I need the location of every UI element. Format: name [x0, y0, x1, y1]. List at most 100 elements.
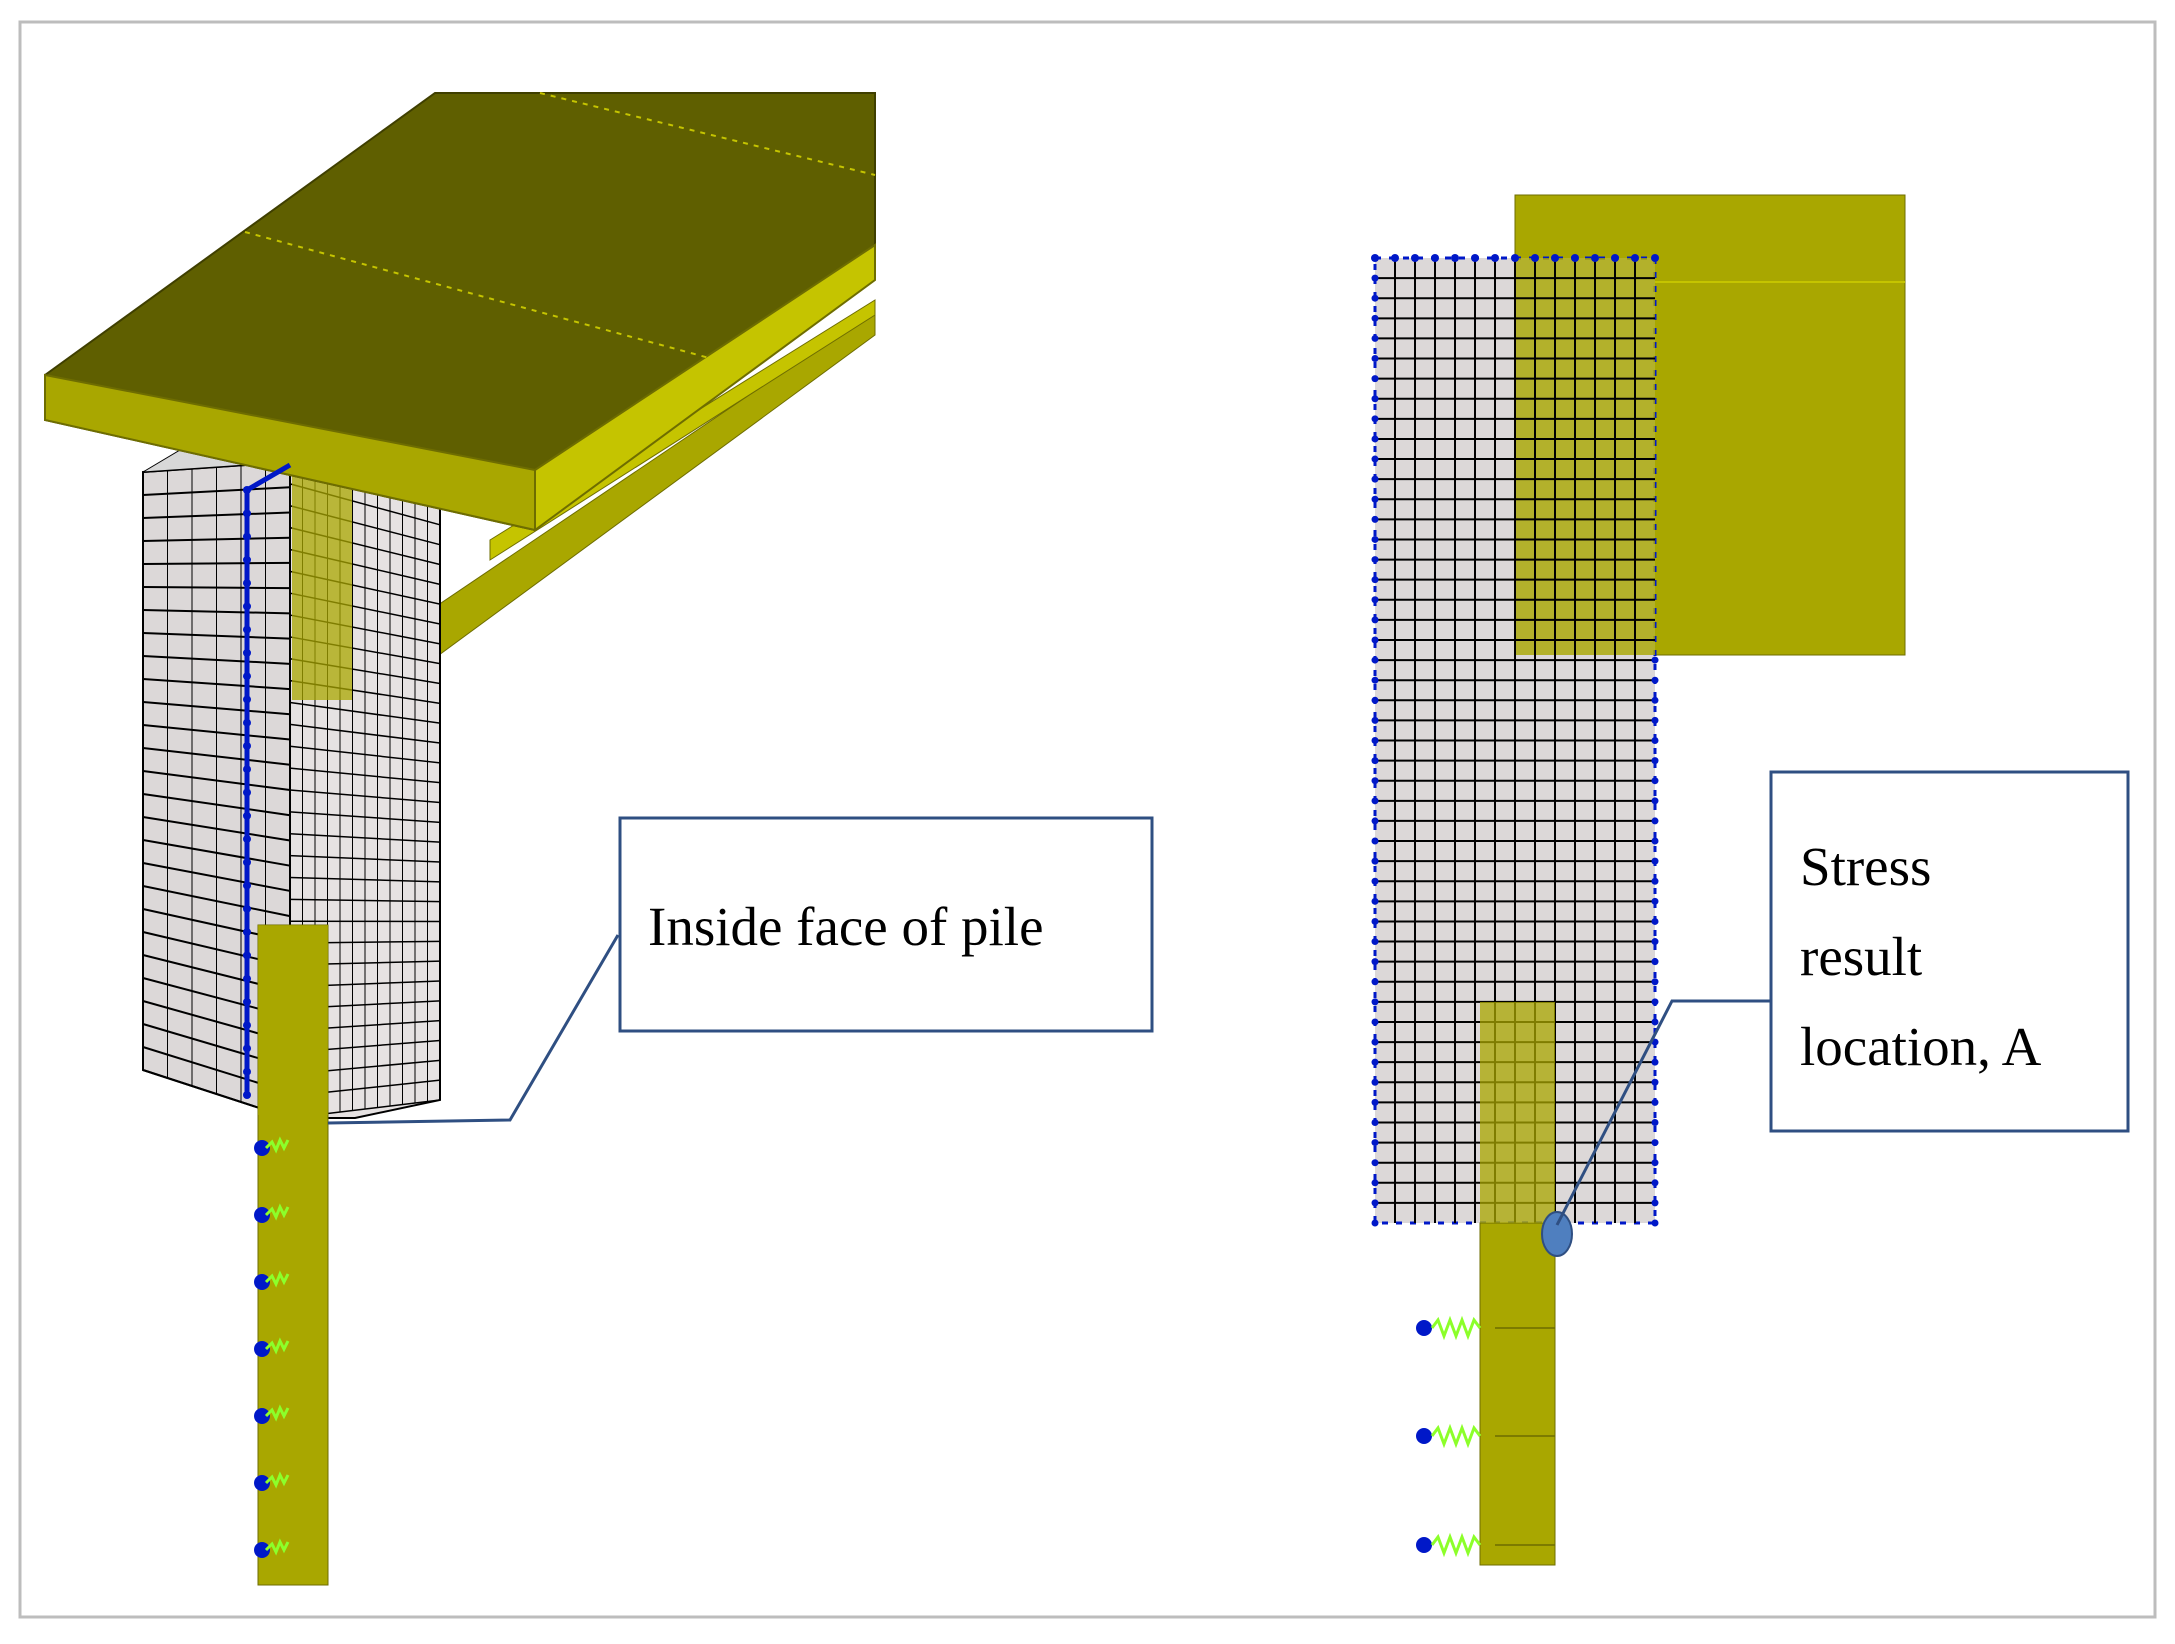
blue-node-dot-icon [1651, 1219, 1659, 1227]
blue-node-dot-icon [1371, 837, 1379, 845]
blue-node-dot-icon [1371, 455, 1379, 463]
blue-node-dot-icon [243, 811, 251, 820]
pile-right-inside-cap [1480, 1002, 1555, 1223]
blue-node-dot-icon [1371, 616, 1379, 624]
right-springs [1416, 1315, 1555, 1558]
blue-node-dot-icon [1371, 395, 1379, 403]
blue-node-dot-icon [1651, 676, 1659, 684]
green-spring-icon [264, 1337, 290, 1355]
green-spring-icon [264, 1136, 290, 1154]
callout-inside-face-text: Inside face of pile [648, 896, 1044, 957]
blue-node-dot-icon [1371, 978, 1379, 986]
blue-node-dot-icon [243, 997, 251, 1006]
blue-node-dot-icon [254, 1274, 270, 1290]
blue-node-dot-icon [1371, 274, 1379, 282]
stress-location-marker-icon [1541, 1211, 1573, 1257]
blue-node-dot-icon [1371, 596, 1379, 604]
left-springs [254, 1136, 290, 1558]
right-elevation-view [1371, 194, 1906, 1566]
callout-inside-face-box [618, 816, 1154, 1033]
blue-node-dot-icon [1371, 857, 1379, 865]
blue-node-dot-icon [1371, 515, 1379, 523]
callout-stress-line-2: result [1800, 926, 1922, 987]
left-isometric-view [44, 92, 876, 1586]
blue-node-dot-icon [1531, 254, 1539, 262]
blue-node-dot-icon [1651, 998, 1659, 1006]
blue-node-dot-icon [243, 951, 251, 960]
blue-node-dot-icon [1371, 1159, 1379, 1167]
callout-stress-location: Stress result location, A [1555, 770, 2130, 1226]
pile-left-inside-cap [258, 925, 328, 1115]
green-spring-icon [264, 1404, 290, 1422]
blue-node-dot-icon [1416, 1320, 1432, 1336]
blue-node-dot-icon [1491, 254, 1499, 262]
blue-node-dot-icon [1371, 938, 1379, 946]
green-spring-icon [264, 1203, 290, 1221]
blue-node-dot-icon [1371, 556, 1379, 564]
blue-node-dot-icon [1651, 656, 1659, 664]
inner-column-upper [292, 470, 352, 700]
blue-node-dot-icon [243, 602, 251, 611]
blue-node-dot-icon [243, 1091, 251, 1099]
blue-node-dot-icon [1651, 1058, 1659, 1066]
blue-node-dot-icon [1371, 737, 1379, 744]
blue-node-dot-icon [1416, 1537, 1432, 1553]
blue-node-dot-icon [1371, 777, 1379, 785]
blue-node-dot-icon [1551, 254, 1559, 262]
blue-node-dot-icon [1391, 254, 1399, 262]
blue-node-dot-icon [1371, 355, 1379, 363]
blue-node-dot-icon [1371, 495, 1379, 503]
blue-node-dot-icon [254, 1140, 270, 1156]
blue-node-dot-icon [1411, 254, 1419, 262]
green-spring-icon [264, 1538, 290, 1556]
blue-node-dot-icon [1371, 294, 1379, 302]
blue-node-dot-icon [1371, 415, 1379, 423]
blue-node-dot-icon [1651, 1159, 1659, 1167]
blue-node-dot-icon [1651, 958, 1659, 966]
green-spring-icon [1430, 1315, 1482, 1341]
blue-node-dot-icon [1371, 636, 1379, 644]
blue-node-dot-icon [243, 1021, 251, 1030]
pile-right-below [1479, 1222, 1556, 1566]
blue-node-dot-icon [1371, 1219, 1379, 1227]
blue-node-dot-icon [1471, 254, 1479, 262]
deck-dotted-line-2 [539, 92, 876, 176]
blue-node-dot-icon [1651, 877, 1659, 885]
blue-node-dot-icon [1651, 696, 1659, 704]
blue-node-dot-icon [1371, 797, 1379, 805]
blue-node-dot-icon [243, 486, 251, 494]
blue-node-dot-icon [1371, 1018, 1379, 1026]
deck-side-edge [534, 243, 876, 532]
callout-stress-location-leader [1555, 999, 1771, 1226]
green-spring-icon [1430, 1423, 1482, 1449]
blue-node-dot-icon [1371, 877, 1379, 885]
blue-node-dot-icon [243, 881, 251, 890]
blue-node-dot-icon [1651, 757, 1659, 765]
blue-node-dot-icon [1431, 254, 1439, 262]
blue-node-dot-icon [243, 904, 251, 913]
blue-node-dot-icon [1371, 435, 1379, 443]
blue-node-dot-icon [1571, 254, 1579, 262]
blue-node-dot-icon [1651, 1139, 1659, 1147]
blue-node-dot-icon [1511, 254, 1519, 262]
blue-node-dot-icon [254, 1542, 270, 1558]
blue-node-dot-icon [1651, 1118, 1659, 1126]
blue-node-dot-icon [1651, 1078, 1659, 1086]
blue-node-dot-icon [1371, 1078, 1379, 1086]
blue-node-dot-icon [1371, 656, 1379, 664]
blue-node-dot-icon [1651, 777, 1659, 785]
blue-node-dot-icon [243, 1044, 251, 1053]
blue-node-dot-icon [243, 1067, 251, 1076]
blue-node-dot-icon [1631, 254, 1639, 262]
blue-node-dot-icon [1371, 1118, 1379, 1126]
blue-node-dot-icon [1371, 897, 1379, 905]
blue-node-dot-icon [1651, 254, 1659, 262]
blue-node-dot-icon [1371, 716, 1379, 724]
blue-node-dot-icon [243, 648, 251, 657]
blue-node-dot-icon [243, 509, 251, 518]
blue-node-dot-icon [1451, 254, 1459, 262]
callout-stress-location-box [1769, 770, 2130, 1133]
green-spring-icon [264, 1471, 290, 1489]
blue-node-dot-icon [243, 579, 251, 588]
